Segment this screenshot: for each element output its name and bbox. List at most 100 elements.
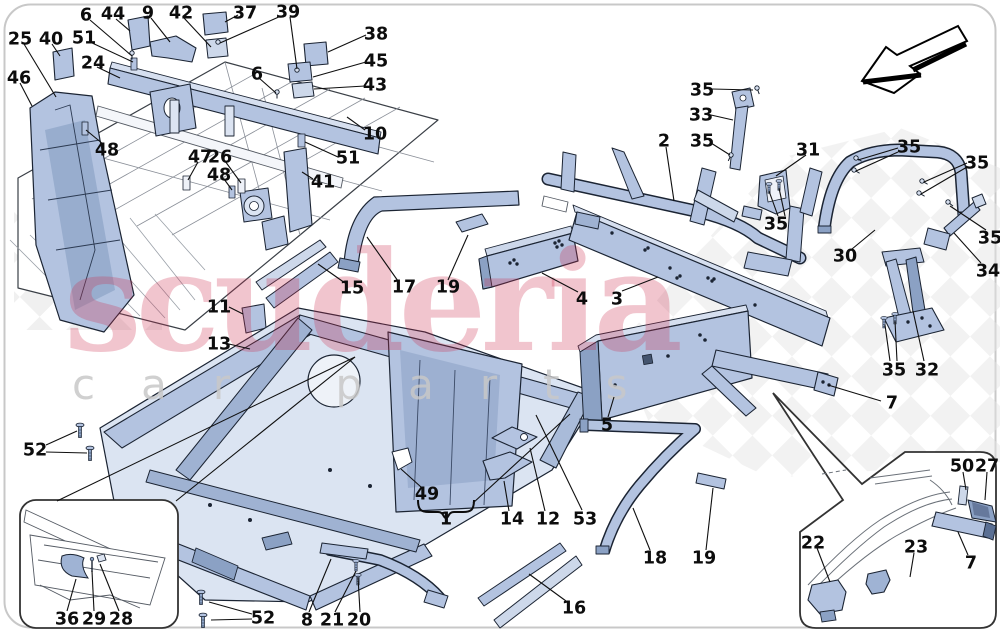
leader-line — [528, 573, 567, 602]
bracket-32 — [880, 247, 945, 343]
detail-inset-left — [19, 499, 179, 629]
part-label-25: 25 — [8, 29, 32, 49]
part-label-35: 35 — [897, 137, 921, 157]
leader-line — [175, 356, 356, 502]
rail-assembly-2 — [541, 147, 823, 277]
leader-line — [710, 142, 731, 156]
leader-line — [208, 601, 253, 615]
part-label-6: 6 — [80, 5, 92, 25]
detail-inset-right — [772, 392, 997, 629]
leader-line — [357, 576, 361, 613]
part-label-18: 18 — [643, 548, 667, 568]
part-label-16: 16 — [562, 598, 586, 618]
leader-line — [632, 507, 651, 551]
part-label-4: 4 — [576, 289, 588, 309]
part-label-47: 47 — [188, 147, 212, 167]
rear-chassis-assembly — [9, 11, 439, 333]
part-label-22: 22 — [801, 533, 825, 553]
leader-line — [224, 14, 239, 23]
strip-15 — [255, 239, 327, 291]
leader-line — [150, 17, 171, 43]
leader-line — [89, 41, 134, 63]
bracket-36 — [60, 553, 90, 579]
box-beam-5 — [577, 304, 753, 429]
part-label-48: 48 — [95, 140, 119, 160]
strip-19 — [455, 213, 489, 233]
leader-line — [855, 151, 899, 172]
bracket-42 — [205, 37, 229, 59]
bracket-43 — [291, 81, 315, 99]
leader-line — [541, 272, 579, 293]
leader-line — [224, 160, 242, 184]
leader-line — [219, 15, 282, 44]
leader-line — [472, 413, 571, 504]
part-label-40: 40 — [39, 29, 63, 49]
leader-line — [827, 384, 882, 402]
part-label-53: 53 — [573, 509, 597, 529]
part-label-9: 9 — [142, 3, 154, 23]
part-label-7: 7 — [965, 553, 977, 573]
part-label-49: 49 — [415, 484, 439, 504]
leader-line — [210, 618, 253, 621]
part-label-23: 23 — [904, 537, 928, 557]
leader-line — [711, 88, 754, 91]
part-label-48: 48 — [207, 165, 231, 185]
part-label-3: 3 — [611, 289, 623, 309]
leader-line — [19, 82, 33, 107]
part-label-27: 27 — [975, 456, 999, 476]
part-label-45: 45 — [364, 51, 388, 71]
leader-line — [909, 552, 915, 578]
leader-line — [223, 178, 233, 191]
part-label-19: 19 — [692, 548, 716, 568]
leader-line — [851, 229, 876, 250]
leader-line — [66, 578, 77, 612]
bracket-40 — [52, 47, 75, 81]
leader-lines — [19, 14, 988, 621]
part-label-39: 39 — [276, 2, 300, 22]
part-label-44: 44 — [101, 4, 125, 24]
part-label-11: 11 — [207, 297, 231, 317]
leader-line — [710, 114, 734, 121]
part-label-52: 52 — [23, 440, 47, 460]
leader-line — [884, 324, 891, 362]
leader-line — [366, 236, 399, 282]
leader-line — [447, 234, 469, 281]
leader-line — [953, 232, 982, 264]
leader-line — [816, 547, 831, 583]
strut-34 — [850, 154, 987, 251]
part-label-20: 20 — [347, 610, 371, 630]
leader-line — [51, 43, 61, 57]
part-label-37: 37 — [233, 3, 257, 23]
part-label-17: 17 — [392, 277, 416, 297]
clip-49 — [391, 447, 413, 471]
part-label-36: 36 — [55, 609, 79, 629]
leader-line — [45, 451, 88, 454]
part-label-35: 35 — [690, 131, 714, 151]
pin-50 — [957, 485, 969, 506]
part-label-28: 28 — [109, 609, 133, 629]
part-label-15: 15 — [340, 278, 364, 298]
leader-line — [313, 85, 366, 90]
leader-line — [115, 18, 131, 32]
bracket-14 — [482, 451, 533, 481]
part-label-1: 1 — [440, 509, 452, 529]
part-label-31: 31 — [796, 140, 820, 160]
part-label-35: 35 — [690, 80, 714, 100]
leader-line — [85, 129, 104, 145]
bracket-37 — [202, 11, 229, 36]
watermark-subtext: car parts — [72, 360, 673, 409]
part-label-21: 21 — [320, 610, 344, 630]
leader-line — [183, 17, 212, 48]
part-label-51: 51 — [336, 148, 360, 168]
part-label-41: 41 — [311, 172, 335, 192]
strips-16 — [477, 542, 583, 629]
leader-line — [529, 447, 546, 512]
leader-line — [778, 187, 786, 217]
part-label-26: 26 — [208, 147, 232, 167]
part-label-51: 51 — [72, 28, 96, 48]
part-label-7: 7 — [886, 393, 898, 413]
part-label-6: 6 — [251, 64, 263, 84]
part-label-29: 29 — [82, 609, 106, 629]
